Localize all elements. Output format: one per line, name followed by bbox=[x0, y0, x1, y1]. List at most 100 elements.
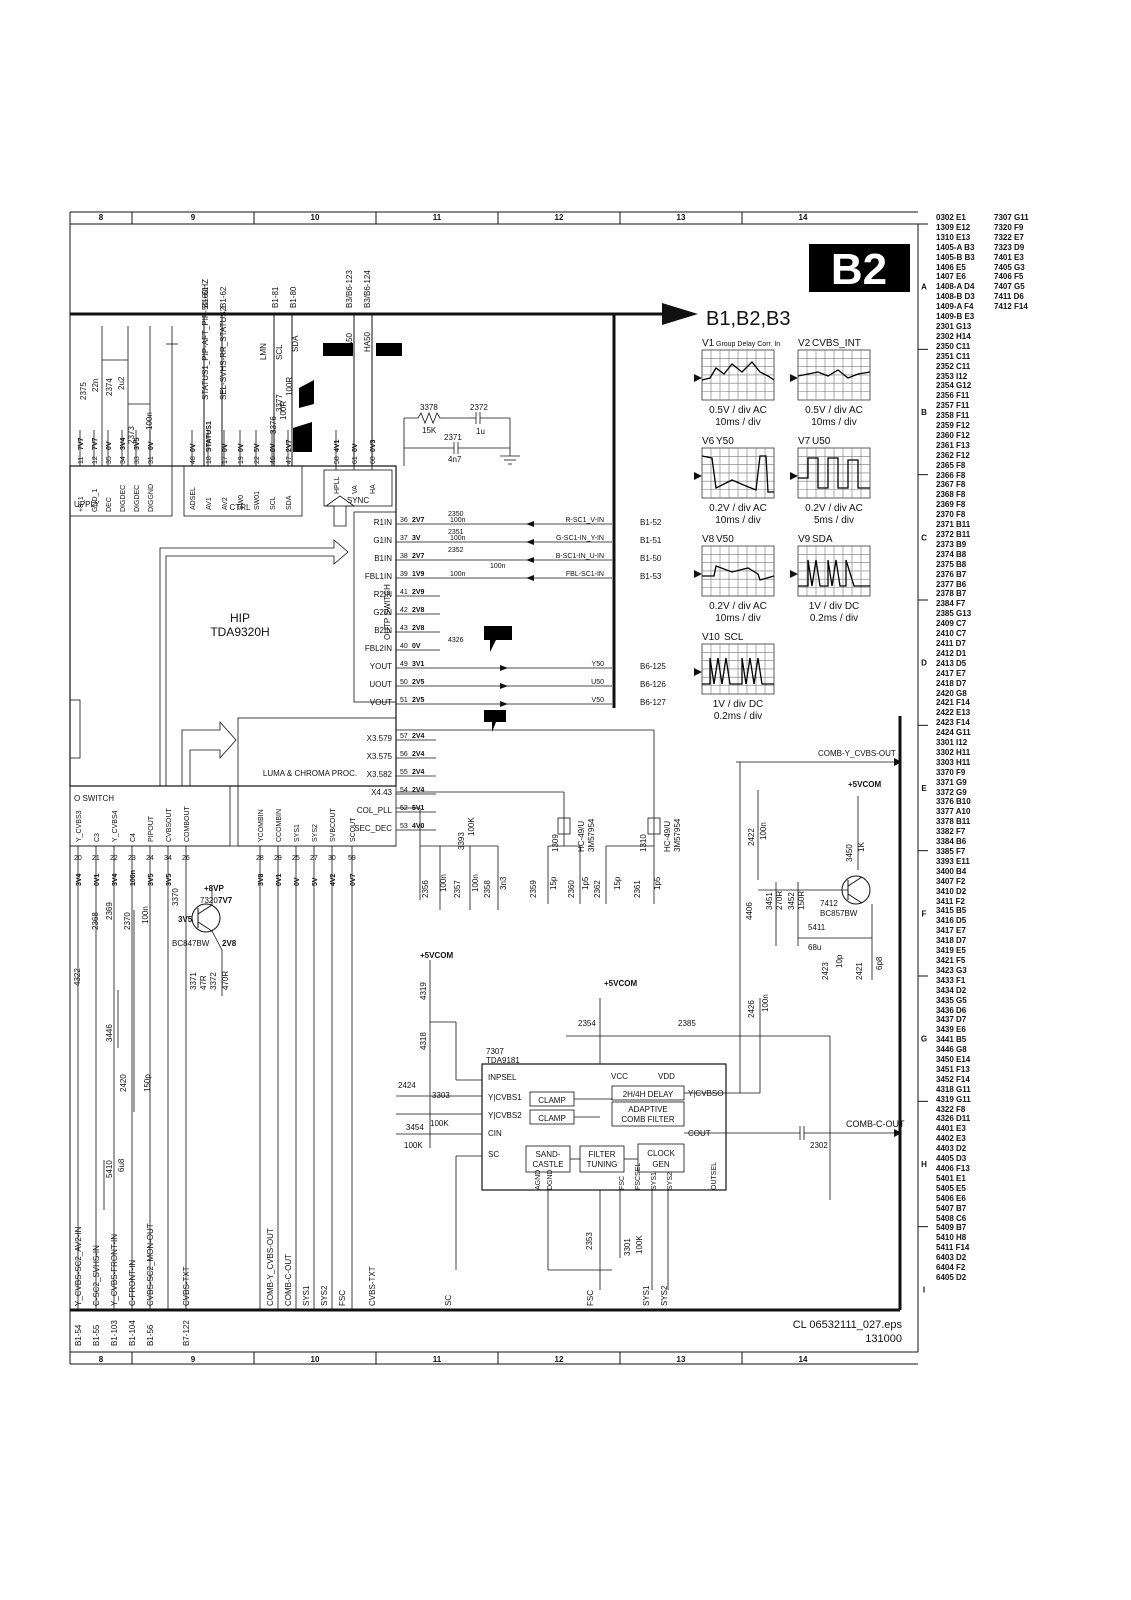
sync-pin-voltage: 0V3 bbox=[370, 439, 377, 452]
bottom-pin-voltage: 3V5 bbox=[166, 873, 173, 886]
combf-label: COMB FILTER bbox=[621, 1115, 674, 1124]
net-sda: SDA bbox=[291, 335, 300, 352]
r3301-val: 100K bbox=[635, 1235, 644, 1254]
yuv-output-pin: 50 bbox=[400, 679, 408, 686]
bottom-pin-voltage: 0V1 bbox=[276, 873, 283, 886]
r3450-val: 1K bbox=[857, 842, 866, 852]
supply-block-label: UPPLY bbox=[74, 500, 100, 509]
scope-trace bbox=[702, 565, 775, 581]
bottom-pin-number: 27 bbox=[310, 855, 318, 862]
l5410-val: 6u8 bbox=[117, 1158, 126, 1172]
c2302-ref: 2302 bbox=[810, 1141, 828, 1150]
ctrl-pin-name: AV2 bbox=[222, 497, 229, 510]
luma-pin-voltage: 2V4 bbox=[412, 769, 425, 776]
r3378-ref: 3378 bbox=[420, 403, 438, 412]
rgb-input-name: R2IN bbox=[374, 590, 392, 599]
grid-row-label: I bbox=[923, 1285, 925, 1294]
ctrl-pin-voltage: 0V bbox=[270, 443, 277, 452]
bottom-net-label: SYS2 bbox=[320, 1285, 329, 1306]
grid-row-label: E bbox=[921, 784, 927, 793]
ref-index-entry: 3418 D7 bbox=[936, 936, 967, 946]
luma-pin-number: 56 bbox=[400, 751, 408, 758]
ref-index-entry: 2418 D7 bbox=[936, 678, 967, 688]
c2374-ref: 2374 bbox=[105, 378, 114, 396]
net-status1: STATUS1_PIP-AFT_PIP-50-60HZ bbox=[201, 279, 210, 400]
top-conn-b1-62: B1-62 bbox=[219, 286, 228, 308]
ref-index-entry: 2371 B11 bbox=[936, 520, 971, 530]
supply-5vcom-b: +5VCOM bbox=[604, 979, 637, 988]
yuv-output-net: U50 bbox=[591, 679, 604, 686]
r3303-val: 100K bbox=[430, 1119, 449, 1128]
sheet-id: B2 bbox=[831, 245, 887, 294]
ref-index-entry: 4322 F8 bbox=[936, 1104, 966, 1114]
bottom-pin-voltage: 100n bbox=[130, 870, 137, 886]
supply-pin-voltage: 3V5 bbox=[134, 437, 141, 450]
rgb-input-part: 2350 bbox=[448, 511, 464, 518]
c2385-ref: 2385 bbox=[678, 1019, 696, 1028]
top-conn-b3-123: B3/B6-123 bbox=[345, 270, 354, 308]
rc-network-top: 3378 15K 2372 1u 2371 4n7 3377 100R 3376… bbox=[269, 377, 520, 466]
bottom-pin-number: 25 bbox=[292, 855, 300, 862]
ref-index-entry: 4403 D2 bbox=[936, 1144, 967, 1154]
bottom-pin-name: SCOUT bbox=[350, 817, 357, 842]
ref-index-entry: 1405-A B3 bbox=[936, 242, 975, 252]
ref-index-entry: 4401 E3 bbox=[936, 1124, 966, 1134]
supply-pin-name: GND_1 bbox=[92, 489, 99, 512]
luma-pin-voltage: 4V0 bbox=[412, 823, 425, 830]
r4406-ref: 4406 bbox=[745, 902, 754, 920]
grid-col-label: 10 bbox=[311, 1355, 320, 1364]
comb-fsc: FSC bbox=[619, 1176, 626, 1190]
ctrl-pin-number: 22 bbox=[254, 456, 261, 464]
xtal1309-code: 3M57954 bbox=[587, 818, 596, 852]
grid-row-label: H bbox=[921, 1160, 927, 1169]
scope-id: V8 bbox=[702, 534, 715, 545]
bottom-net-label: COMB-Y_CVBS-OUT bbox=[266, 1228, 275, 1306]
r4322-ref: 4322 bbox=[73, 968, 82, 986]
bottom-pin-number: 34 bbox=[164, 855, 172, 862]
bottom-pin-name: C4 bbox=[130, 833, 137, 842]
bottom-connector: B7-122 bbox=[182, 1320, 191, 1346]
t7320-b: 2V8 bbox=[222, 939, 237, 948]
signal-arrow bbox=[526, 539, 534, 545]
grid-col-label: 14 bbox=[799, 1355, 808, 1364]
scope-trace bbox=[797, 369, 871, 379]
luma-pin-number: 55 bbox=[400, 769, 408, 776]
ref-index-entry: 2374 B8 bbox=[936, 549, 967, 559]
ref-index-entry: 3416 D5 bbox=[936, 916, 967, 926]
ctrl-pin-voltage: 5V bbox=[254, 443, 261, 452]
ref-index-entry: 2359 F12 bbox=[936, 421, 970, 431]
signal-arrow bbox=[526, 557, 534, 563]
ref-index-entry: 3301 I12 bbox=[936, 738, 968, 748]
ctrl-pin-name: SDA bbox=[286, 495, 293, 510]
bottom-pin-number: 23 bbox=[128, 855, 136, 862]
supply-5vcom-c: +5VCOM bbox=[848, 780, 881, 789]
bottom-net-label: FSC bbox=[586, 1290, 595, 1306]
bottom-pin-number: 59 bbox=[348, 855, 356, 862]
ref-index-entry: 3415 B5 bbox=[936, 906, 967, 916]
signal-arrow bbox=[500, 701, 508, 707]
ref-index-entry: 1408-A D4 bbox=[936, 282, 975, 292]
bottom-pin-voltage: 0V1 bbox=[94, 873, 101, 886]
c2357-val: 100n bbox=[471, 874, 480, 892]
ctrl-block-label: CTRL bbox=[230, 503, 251, 512]
comb-ycvbso: Y|CVBSO bbox=[688, 1089, 723, 1098]
comb-ycvbs2: Y|CVBS2 bbox=[488, 1111, 522, 1120]
bottom-connector: B1-55 bbox=[92, 1324, 101, 1346]
ref-index-entry: 3384 B6 bbox=[936, 837, 967, 847]
clamp2-label: CLAMP bbox=[538, 1114, 566, 1123]
scope-title: CVBS_INT bbox=[812, 338, 861, 349]
main-bus: B1,B2,B3 bbox=[70, 303, 791, 708]
ref-index-entry: 5410 H8 bbox=[936, 1233, 967, 1243]
supply-pin-number: 31 bbox=[148, 456, 155, 464]
bottom-net-label: CVBS-SC2_MON-OUT bbox=[146, 1223, 155, 1306]
comb-outsel: OUTSEL bbox=[711, 1162, 718, 1190]
l5411-val: 68u bbox=[808, 943, 821, 952]
luma-pin-voltage: 2V4 bbox=[412, 751, 425, 758]
ref-index-entry: 2424 G11 bbox=[936, 728, 971, 738]
sync-pin-number: 60 bbox=[370, 456, 377, 464]
t7320-type: BC847BW bbox=[172, 939, 210, 948]
supply-pin-voltage: 7V7 bbox=[78, 437, 85, 450]
scope-trigger-marker bbox=[790, 374, 798, 382]
